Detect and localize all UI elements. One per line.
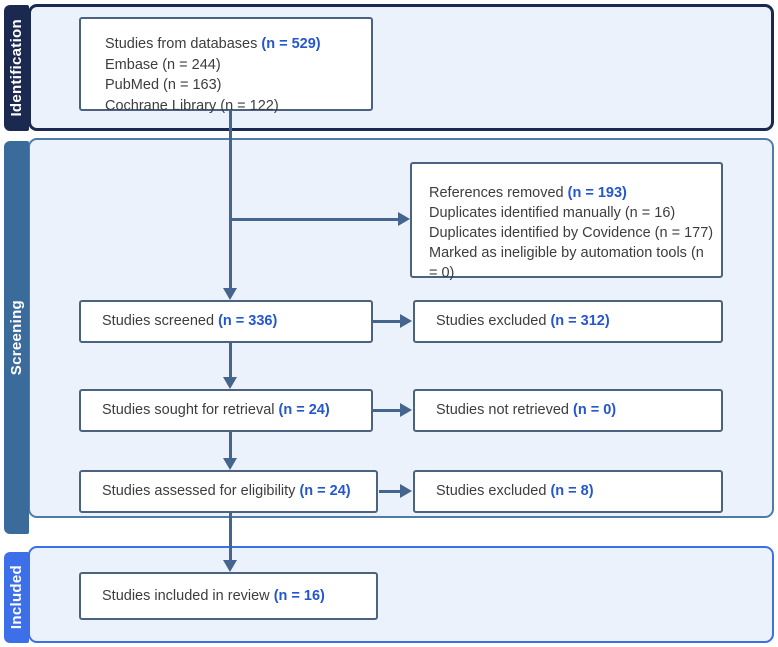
stage-tab-identification-label: Identification xyxy=(8,19,25,117)
arrow-sought-to-notretrieved-line xyxy=(373,409,400,412)
box-title-count: (n = 193) xyxy=(567,185,627,201)
arrow-down-icon xyxy=(223,560,237,572)
box-detail-line: Embase (n = 244) xyxy=(105,56,221,73)
box-title-count: (n = 0) xyxy=(573,402,617,419)
box-title-text: Studies not retrieved xyxy=(436,402,574,419)
box-studies-from-databases: Studies from databases (n = 529) Embase … xyxy=(79,17,373,114)
stage-tab-included-label: Included xyxy=(8,565,25,630)
box-title-count: (n = 529) xyxy=(261,36,321,52)
box-title-line: Studies sought for retrieval (n = 24) xyxy=(102,400,330,421)
box-detail-line: Marked as ineligible by automation tools… xyxy=(429,245,704,281)
arrow-right-icon xyxy=(400,314,412,328)
stage-tab-included: Included xyxy=(4,552,29,643)
arrow-down-icon xyxy=(223,377,237,389)
box-title-text: Studies screened xyxy=(102,313,219,330)
box-detail-line: Cochrane Library (n = 122) xyxy=(105,97,279,114)
box-studies-excluded-eligibility: Studies excluded (n = 8) xyxy=(413,470,723,513)
arrow-assessed-to-excluded-line xyxy=(379,490,400,493)
arrow-assessed-to-included-line xyxy=(229,513,232,560)
box-studies-excluded-screening: Studies excluded (n = 312) xyxy=(413,300,723,343)
box-title-text: Studies assessed for eligibility xyxy=(102,483,300,500)
arrow-screened-to-sought-line xyxy=(229,343,232,377)
box-studies-assessed-for-eligibility: Studies assessed for eligibility (n = 24… xyxy=(79,470,378,513)
box-title-count: (n = 24) xyxy=(299,483,351,500)
box-title-count: (n = 336) xyxy=(218,313,278,330)
box-title-text: Studies excluded xyxy=(436,483,551,500)
arrow-branch-to-references-line xyxy=(229,218,398,221)
box-title-count: (n = 24) xyxy=(278,402,330,419)
box-detail-line: Duplicates identified manually (n = 16) xyxy=(429,205,676,221)
box-studies-sought-for-retrieval: Studies sought for retrieval (n = 24) xyxy=(79,389,373,432)
box-title-text: Studies sought for retrieval xyxy=(102,402,279,419)
arrow-down-icon xyxy=(223,288,237,300)
arrow-databases-to-screened-line xyxy=(229,111,232,288)
box-title-line: Studies excluded (n = 312) xyxy=(436,311,610,332)
arrow-right-icon xyxy=(398,212,410,226)
stage-tab-screening: Screening xyxy=(4,141,29,534)
box-title-count: (n = 16) xyxy=(273,587,325,604)
box-title-line: Studies included in review (n = 16) xyxy=(102,586,325,607)
arrow-right-icon xyxy=(400,484,412,498)
box-title-line: Studies screened (n = 336) xyxy=(102,311,277,332)
arrow-sought-to-assessed-line xyxy=(229,432,232,458)
arrow-right-icon xyxy=(400,403,412,417)
stage-tab-screening-label: Screening xyxy=(8,299,25,376)
box-references-removed: References removed (n = 193) Duplicates … xyxy=(410,162,723,281)
arrow-screened-to-excluded-line xyxy=(373,320,400,323)
box-title-line: Studies assessed for eligibility (n = 24… xyxy=(102,481,351,502)
box-title-text: Studies included in review xyxy=(102,587,274,604)
box-title-text: Studies excluded xyxy=(436,313,551,330)
arrow-down-icon xyxy=(223,458,237,470)
box-title-text: Studies from databases xyxy=(105,36,262,52)
box-studies-screened: Studies screened (n = 336) xyxy=(79,300,373,343)
box-title-text: References removed xyxy=(429,185,568,201)
box-title-line: Studies from databases (n = 529) xyxy=(105,34,363,55)
box-title-line: Studies excluded (n = 8) xyxy=(436,481,594,502)
box-title-line: Studies not retrieved (n = 0) xyxy=(436,400,616,421)
box-studies-not-retrieved: Studies not retrieved (n = 0) xyxy=(413,389,723,432)
box-title-line: References removed (n = 193) xyxy=(429,183,715,203)
box-detail-line: Duplicates identified by Covidence (n = … xyxy=(429,225,714,241)
box-studies-included-in-review: Studies included in review (n = 16) xyxy=(79,572,378,620)
box-title-count: (n = 8) xyxy=(550,483,594,500)
stage-tab-identification: Identification xyxy=(4,5,29,131)
box-title-count: (n = 312) xyxy=(550,313,610,330)
box-detail-line: PubMed (n = 163) xyxy=(105,77,222,93)
